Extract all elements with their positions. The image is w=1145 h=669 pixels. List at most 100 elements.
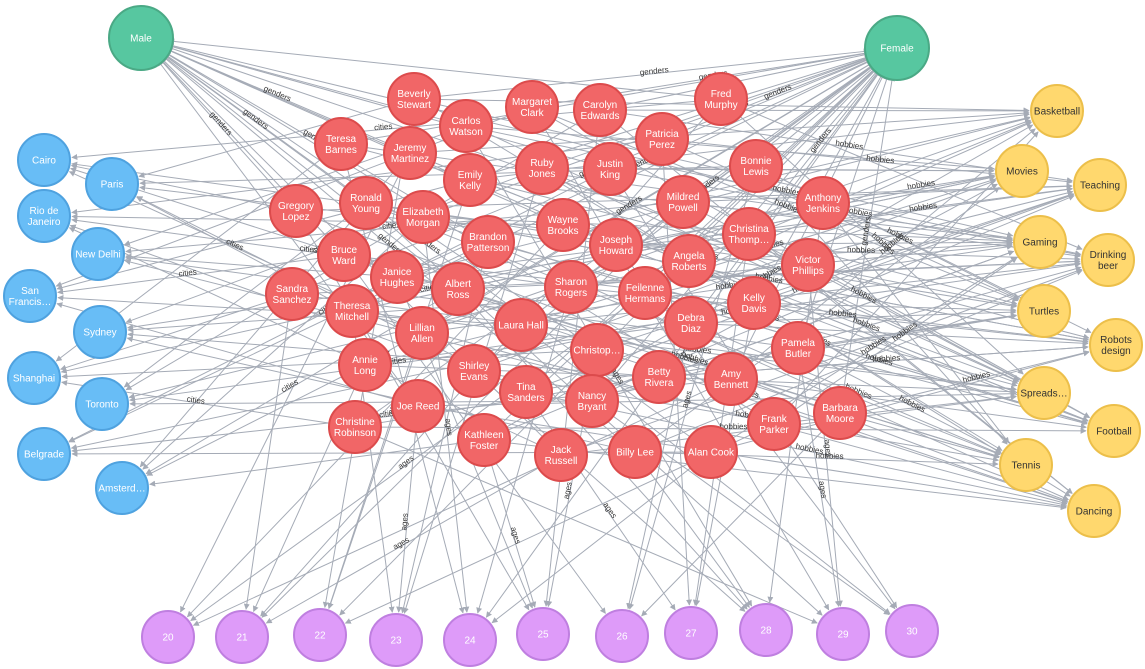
hobby-node-circle[interactable]: [999, 438, 1053, 492]
relationship-ages[interactable]: [493, 387, 746, 612]
city-node[interactable]: Paris: [85, 157, 139, 211]
relationship-ages[interactable]: [396, 431, 417, 613]
person-node-circle[interactable]: [565, 374, 619, 428]
hobby-node[interactable]: Tennis: [999, 438, 1053, 492]
relationship-hobbies[interactable]: [864, 419, 1000, 459]
person-node-circle[interactable]: [370, 250, 424, 304]
relationship-genders[interactable]: [162, 54, 438, 274]
relationship-cities[interactable]: [126, 336, 610, 447]
person-node-circle[interactable]: [431, 262, 485, 316]
city-node-circle[interactable]: [71, 227, 125, 281]
person-node-circle[interactable]: [583, 142, 637, 196]
city-node-circle[interactable]: [3, 269, 57, 323]
relationship-genders[interactable]: [541, 64, 875, 310]
relationship-hobbies[interactable]: [585, 268, 1083, 447]
person-node-circle[interactable]: [662, 234, 716, 288]
person-node-circle[interactable]: [544, 260, 598, 314]
city-node-circle[interactable]: [7, 351, 61, 405]
age-node[interactable]: 22: [293, 608, 347, 662]
relationship-genders[interactable]: [159, 58, 280, 192]
relationship-ages[interactable]: [265, 467, 539, 624]
city-node[interactable]: Amsterd…: [95, 461, 149, 515]
relationship-cities[interactable]: [68, 227, 538, 445]
relationship-genders[interactable]: [764, 69, 880, 214]
relationship-genders[interactable]: [775, 65, 876, 150]
person-node-circle[interactable]: [387, 72, 441, 126]
person-node-circle[interactable]: [656, 175, 710, 229]
city-node-circle[interactable]: [17, 427, 71, 481]
age-node-circle[interactable]: [816, 607, 870, 661]
age-node[interactable]: 20: [141, 610, 195, 664]
hobby-node-circle[interactable]: [1017, 366, 1071, 420]
city-node[interactable]: Toronto: [75, 377, 129, 431]
relationship-genders[interactable]: [166, 48, 593, 236]
relationship-cities[interactable]: [60, 208, 798, 374]
age-node-circle[interactable]: [516, 607, 570, 661]
relationship-hobbies[interactable]: [773, 184, 1008, 445]
person-node[interactable]: Alan Cook: [684, 425, 738, 479]
relationship-hobbies[interactable]: [848, 173, 995, 200]
relationship-ages[interactable]: [801, 373, 841, 607]
city-node[interactable]: SanFrancis…: [3, 269, 57, 323]
hobby-node-circle[interactable]: [995, 144, 1049, 198]
hobby-node[interactable]: Gaming: [1013, 215, 1067, 269]
city-node-circle[interactable]: [75, 377, 129, 431]
age-node[interactable]: 26: [595, 609, 649, 663]
relationship-hobbies[interactable]: [443, 409, 1067, 509]
hobby-node-circle[interactable]: [1067, 484, 1121, 538]
city-node[interactable]: New Delhi: [71, 227, 125, 281]
city-node-circle[interactable]: [85, 157, 139, 211]
person-node-circle[interactable]: [457, 413, 511, 467]
relationship-ages[interactable]: [243, 319, 289, 610]
age-node[interactable]: 21: [215, 610, 269, 664]
person-node-circle[interactable]: [573, 83, 627, 137]
hobby-node-circle[interactable]: [1017, 284, 1071, 338]
hobby-node[interactable]: Dancing: [1067, 484, 1121, 538]
city-node-circle[interactable]: [17, 189, 71, 243]
relationship-ages[interactable]: [641, 431, 823, 617]
age-node[interactable]: 29: [816, 607, 870, 661]
person-node-circle[interactable]: [781, 238, 835, 292]
person-node-circle[interactable]: [317, 228, 371, 282]
relationship-hobbies[interactable]: [625, 107, 1030, 114]
person-node-circle[interactable]: [684, 425, 738, 479]
person-node-circle[interactable]: [536, 198, 590, 252]
relationship-genders[interactable]: [439, 48, 870, 97]
person-node[interactable]: Christop…: [570, 323, 624, 377]
age-node-circle[interactable]: [595, 609, 649, 663]
age-node[interactable]: 30: [885, 604, 939, 658]
gender-node[interactable]: Female: [864, 15, 930, 81]
age-node-circle[interactable]: [443, 613, 497, 667]
relationship-hobbies[interactable]: [714, 240, 1013, 261]
relationship-cities[interactable]: [149, 442, 459, 487]
person-node-circle[interactable]: [694, 72, 748, 126]
age-node-circle[interactable]: [885, 604, 939, 658]
relationship-cities[interactable]: [57, 257, 319, 295]
person-node-circle[interactable]: [704, 352, 758, 406]
person-node-circle[interactable]: [618, 266, 672, 320]
person-node-circle[interactable]: [534, 428, 588, 482]
relationship-hobbies[interactable]: [795, 257, 1018, 410]
relationship-hobbies[interactable]: [739, 116, 1024, 375]
hobby-node[interactable]: Basketball: [1030, 84, 1084, 138]
relationship-genders[interactable]: [843, 75, 895, 388]
age-node-circle[interactable]: [369, 613, 423, 667]
age-node[interactable]: 24: [443, 613, 497, 667]
